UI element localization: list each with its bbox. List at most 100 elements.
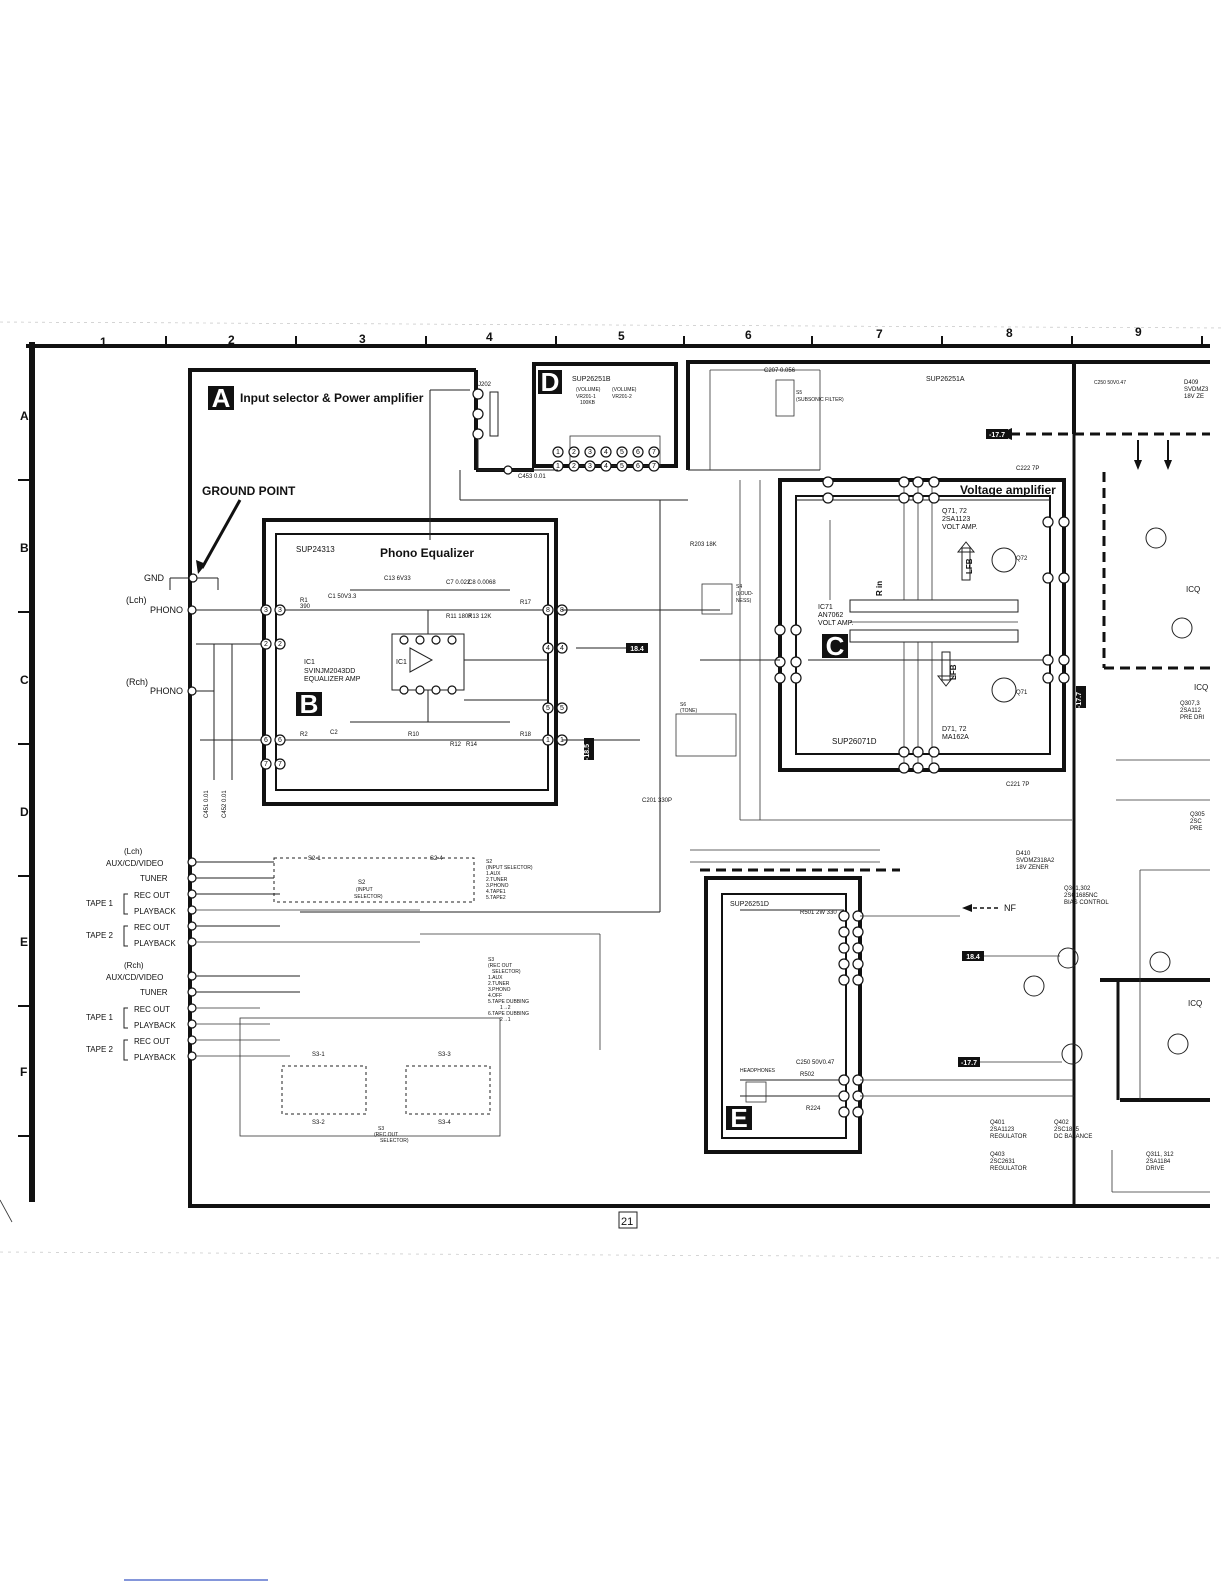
svg-text:7: 7 [278, 761, 282, 768]
svg-text:C222 7P: C222 7P [1016, 466, 1039, 472]
svg-text:PRE: PRE [1190, 826, 1202, 832]
col-9: 9 [1135, 325, 1142, 339]
svg-text:VOLT AMP.: VOLT AMP. [818, 620, 853, 627]
svg-text:-17.7: -17.7 [961, 1060, 977, 1067]
svg-text:PLAYBACK: PLAYBACK [134, 1053, 176, 1062]
svg-text:2SA1123: 2SA1123 [942, 516, 970, 523]
svg-text:4: 4 [604, 449, 608, 456]
svg-text:Q71, 72: Q71, 72 [942, 508, 967, 515]
row-E: E [20, 935, 28, 949]
svg-text:MA162A: MA162A [942, 734, 969, 741]
svg-text:C7 0.022: C7 0.022 [446, 580, 471, 586]
svg-text:Q402: Q402 [1054, 1120, 1069, 1126]
block-d-letter: D [541, 367, 560, 397]
svg-text:6: 6 [264, 737, 268, 744]
svg-text:5: 5 [620, 463, 624, 470]
svg-text:DRIVE: DRIVE [1146, 1166, 1164, 1172]
svg-text:ICQ: ICQ [1188, 999, 1202, 1008]
svg-text:3: 3 [278, 607, 282, 614]
svg-text:5: 5 [620, 449, 624, 456]
svg-text:SVDMZ318A2: SVDMZ318A2 [1016, 858, 1055, 864]
svg-text:18.4: 18.4 [966, 954, 980, 961]
svg-text:R2: R2 [300, 732, 308, 738]
svg-text:R501 2W 330: R501 2W 330 [800, 910, 837, 916]
svg-text:SELECTOR): SELECTOR) [492, 969, 521, 975]
svg-text:PHONO: PHONO [150, 605, 183, 615]
svg-text:PLAYBACK: PLAYBACK [134, 939, 176, 948]
block-c: Voltage amplifier SUP26071D C IC71 AN706… [778, 478, 1066, 772]
svg-text:C8 0.0068: C8 0.0068 [468, 580, 496, 586]
svg-text:VOLT AMP.: VOLT AMP. [942, 524, 977, 531]
svg-text:PHONO: PHONO [150, 686, 183, 696]
svg-text:C453 0.01: C453 0.01 [518, 474, 546, 480]
grid-frame [18, 336, 1210, 1202]
svg-text:PRE DRI: PRE DRI [1180, 715, 1205, 721]
block-c-title: Voltage amplifier [960, 483, 1056, 497]
svg-text:BIAS CONTROL: BIAS CONTROL [1064, 900, 1109, 906]
svg-text:S3: S3 [488, 957, 494, 963]
svg-text:6: 6 [636, 463, 640, 470]
svg-text:PLAYBACK: PLAYBACK [134, 1021, 176, 1030]
svg-text:2SC1815: 2SC1815 [1054, 1127, 1080, 1133]
block-b-board: SUP24313 [296, 545, 335, 554]
svg-text:ICQ: ICQ [1186, 585, 1200, 594]
svg-text:SELECTOR): SELECTOR) [354, 894, 383, 900]
svg-text:-17.7: -17.7 [1076, 692, 1083, 708]
svg-text:5.TAPE2: 5.TAPE2 [486, 895, 506, 901]
j202-wiring: J202 C453 0.01 C207 0.056 S5 (SUBSONIC F… [429, 368, 1126, 540]
svg-text:R18: R18 [520, 732, 532, 738]
block-a-letter: A [212, 383, 231, 413]
svg-text:S3-2: S3-2 [312, 1120, 325, 1126]
svg-text:18.4: 18.4 [630, 646, 644, 653]
center-wiring: 18.4 -18.5 R203 18K S4 (LOUD- NESS) S6 (… [300, 480, 1072, 913]
svg-text:2: 2 [264, 641, 268, 648]
svg-text:C13 6V33: C13 6V33 [384, 576, 411, 582]
svg-text:3: 3 [588, 463, 592, 470]
svg-text:8: 8 [546, 607, 550, 614]
svg-text:S5: S5 [796, 390, 802, 396]
svg-text:NF: NF [1004, 903, 1016, 913]
svg-text:1: 1 [546, 737, 550, 744]
svg-text:5: 5 [546, 705, 550, 712]
svg-text:(REC OUT: (REC OUT [374, 1132, 398, 1138]
svg-text:D409: D409 [1184, 380, 1199, 386]
svg-text:-18.5: -18.5 [584, 744, 591, 760]
block-b-letter: B [300, 689, 319, 719]
svg-text:IC71: IC71 [818, 604, 833, 611]
svg-text:IC1: IC1 [396, 659, 407, 666]
block-b-pins: 3 3 2 2 6 6 7 7 8 8 4 4 5 5 1 1 [260, 604, 568, 770]
svg-text:C250 50V0.47: C250 50V0.47 [1094, 380, 1126, 386]
scan-edge-top [0, 321, 1224, 329]
svg-text:Q307,3: Q307,3 [1180, 701, 1200, 707]
svg-text:3: 3 [264, 607, 268, 614]
svg-text:AUX/CD/VIDEO: AUX/CD/VIDEO [106, 859, 163, 868]
line-inputs: (Lch) AUX/CD/VIDEO TUNER REC OUT PLAYBAC… [86, 847, 420, 1062]
svg-text:(Lch): (Lch) [126, 595, 147, 605]
block-c-pins: C222 7P C221 7P [774, 466, 1070, 788]
page-number-box: 21 [618, 1211, 638, 1229]
svg-text:R502: R502 [800, 1072, 815, 1078]
svg-text:EQUALIZER AMP: EQUALIZER AMP [304, 676, 361, 683]
svg-text:C451 0.01: C451 0.01 [204, 790, 210, 818]
svg-text:R10: R10 [408, 732, 420, 738]
svg-text:1.AUX: 1.AUX [486, 871, 501, 877]
block-a-title: Input selector & Power amplifier [240, 391, 424, 405]
svg-text:2SA1123: 2SA1123 [990, 1127, 1015, 1133]
svg-text:2.TUNER: 2.TUNER [488, 981, 510, 987]
svg-text:S3: S3 [378, 1126, 384, 1132]
svg-text:REGULATOR: REGULATOR [990, 1166, 1027, 1172]
row-B: B [20, 541, 29, 555]
col-8: 8 [1006, 326, 1013, 340]
block-b-title: Phono Equalizer [380, 546, 474, 560]
svg-text:R224: R224 [806, 1106, 821, 1112]
svg-text:Q403: Q403 [990, 1152, 1005, 1158]
svg-text:R13 12K: R13 12K [468, 614, 491, 620]
svg-text:REC OUT: REC OUT [134, 891, 170, 900]
svg-text:100KB: 100KB [580, 400, 596, 406]
row-A: A [20, 409, 29, 423]
svg-text:S2-4: S2-4 [430, 856, 443, 862]
svg-text:C221 7P: C221 7P [1006, 782, 1029, 788]
svg-text:R in: R in [875, 581, 884, 596]
svg-text:Q311, 312: Q311, 312 [1146, 1152, 1174, 1158]
